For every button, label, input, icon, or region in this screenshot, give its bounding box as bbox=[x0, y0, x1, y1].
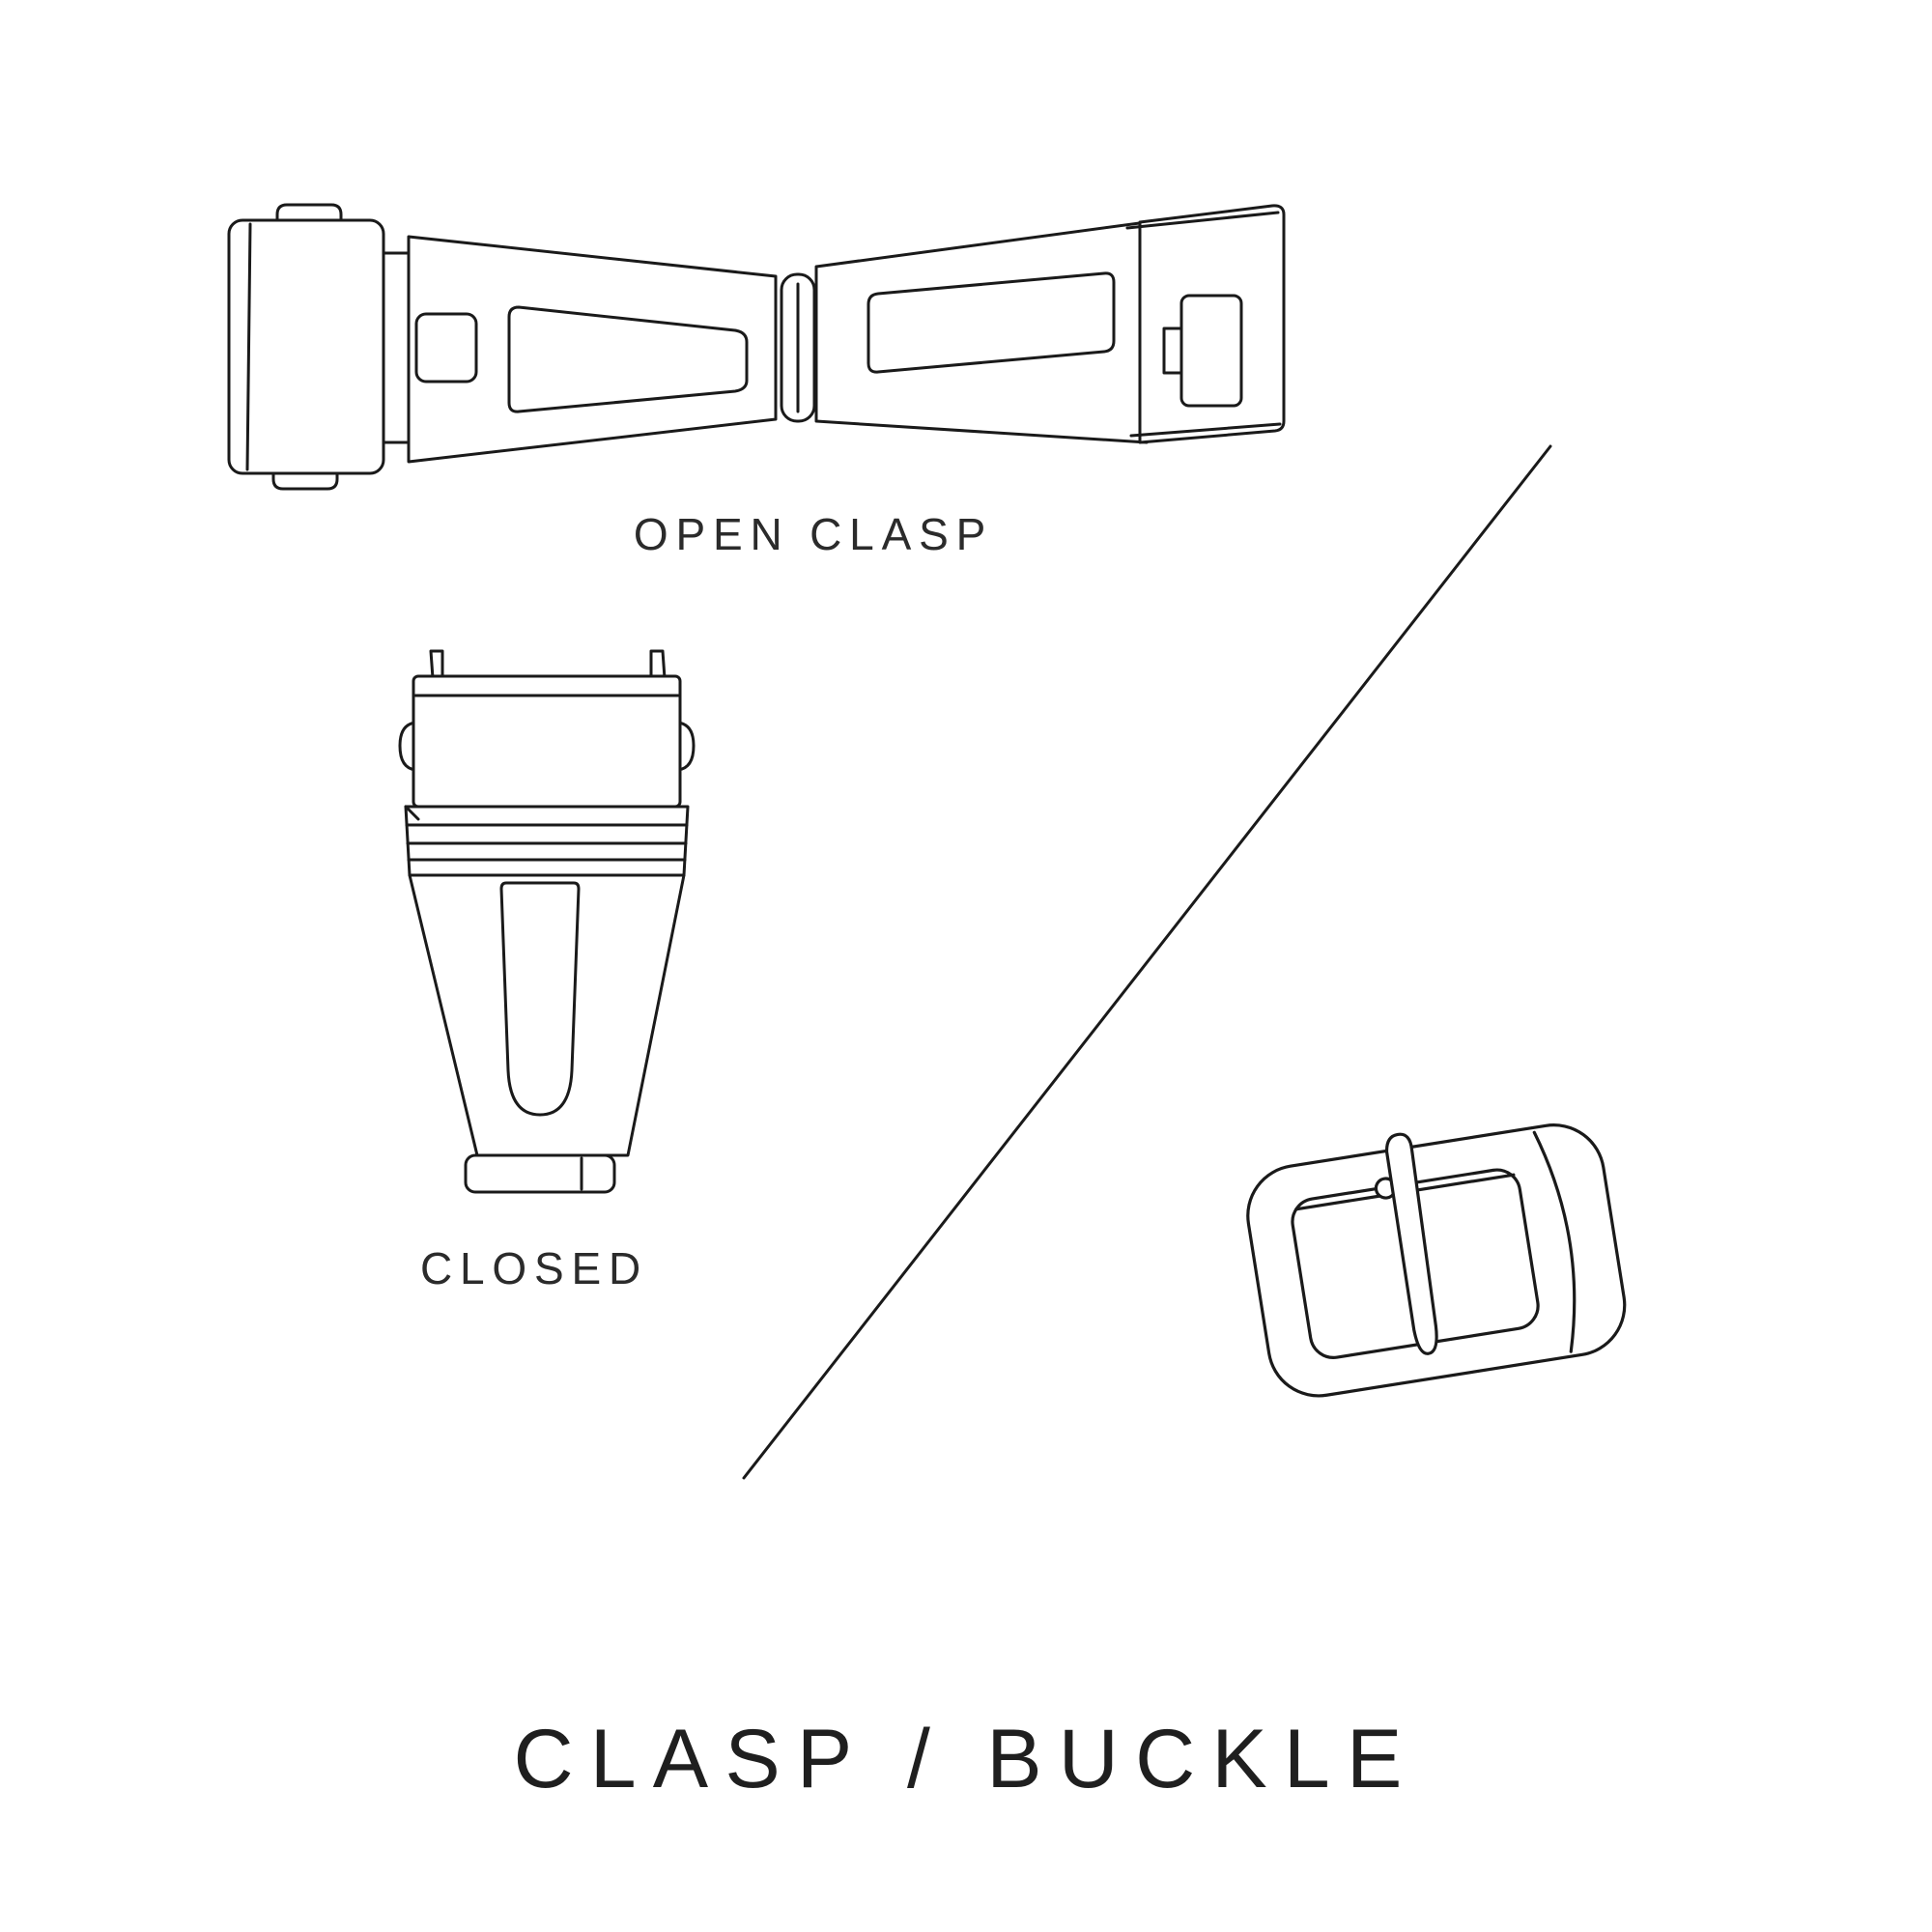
open-clasp-label: OPEN CLASP bbox=[633, 509, 994, 559]
clasp-left-end bbox=[227, 218, 385, 475]
closed-clasp-illustration bbox=[398, 649, 696, 1194]
buckle-spring-bar bbox=[1294, 1194, 1384, 1211]
clasp-left-arm bbox=[407, 235, 778, 464]
page-title: CLASP / BUCKLE bbox=[513, 1713, 1419, 1805]
clasp-bottom-cap bbox=[464, 1153, 616, 1194]
clasp-ear-right bbox=[676, 721, 696, 772]
clasp-ear-left bbox=[398, 721, 417, 772]
clasp-prong-left bbox=[429, 649, 444, 680]
open-clasp-illustration bbox=[227, 203, 1286, 491]
buckle-right-bar bbox=[1532, 1130, 1577, 1353]
clasp-right-cutout bbox=[1179, 294, 1243, 408]
clasp-tongue bbox=[499, 881, 581, 1117]
clasp-body bbox=[408, 873, 686, 1157]
clasp-prong-right bbox=[649, 649, 667, 680]
buckle-illustration bbox=[1246, 1123, 1627, 1398]
closed-clasp-label: CLOSED bbox=[419, 1243, 649, 1293]
clasp-hook-notch bbox=[414, 312, 478, 384]
buckle-pin bbox=[1384, 1132, 1438, 1355]
